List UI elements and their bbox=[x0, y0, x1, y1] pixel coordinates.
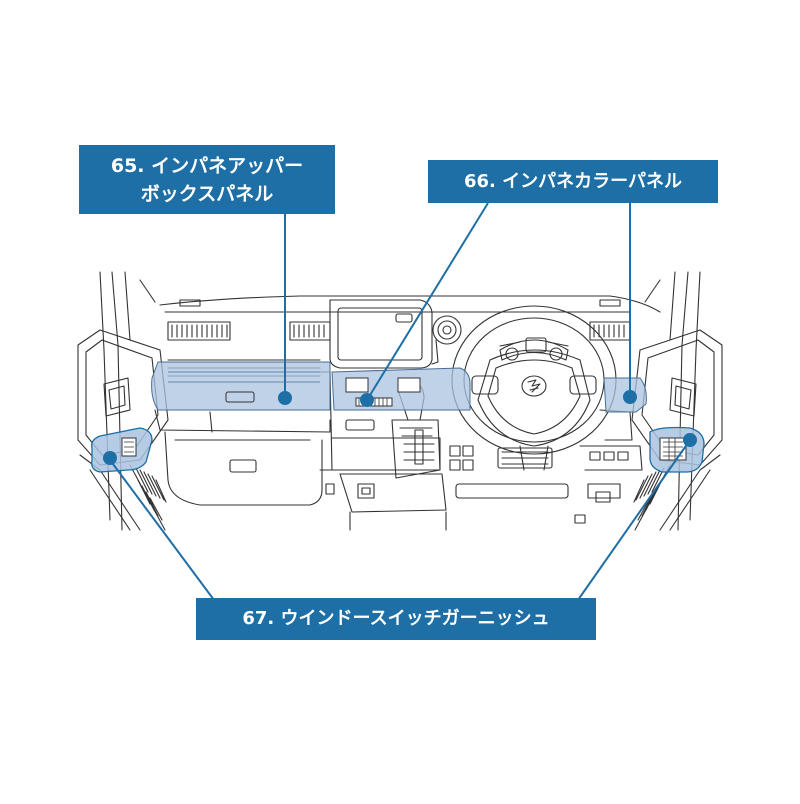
leader-66-left bbox=[366, 202, 489, 401]
left-door bbox=[77, 271, 169, 531]
right-lower-dash bbox=[599, 409, 633, 441]
label-upper-box-panel-line2: ボックスパネル bbox=[140, 182, 274, 205]
dot-66-right bbox=[623, 390, 637, 404]
suzuki-s-emblem-icon bbox=[521, 375, 547, 397]
meter-cluster bbox=[499, 337, 569, 361]
highlighted-parts bbox=[91, 361, 705, 473]
leader-lines bbox=[109, 202, 691, 601]
label-upper-box-panel-line1: 65. インパネアッパー bbox=[110, 154, 304, 177]
leader-67-right bbox=[577, 439, 691, 601]
left-speaker-grille bbox=[129, 464, 167, 531]
center-console bbox=[319, 371, 621, 531]
label-window-switch-garnish: 67. ウインドースイッチガーニッシュ bbox=[196, 598, 596, 640]
label-color-panel-text: 66. インパネカラーパネル bbox=[464, 170, 682, 192]
label-color-panel: 66. インパネカラーパネル bbox=[428, 160, 718, 203]
leader-67-left bbox=[109, 459, 215, 601]
left-air-vent bbox=[167, 321, 331, 341]
leader-dots bbox=[103, 390, 697, 465]
label-window-switch-garnish-text: 67. ウインドースイッチガーニッシュ bbox=[242, 608, 550, 629]
right-lower-trim bbox=[579, 445, 643, 471]
dot-67-left bbox=[103, 451, 117, 465]
right-door bbox=[631, 271, 723, 531]
dash-top-contour bbox=[159, 295, 661, 313]
glove-box bbox=[154, 409, 331, 506]
dot-67-right bbox=[683, 433, 697, 447]
console-switches bbox=[449, 445, 621, 524]
dot-66-left bbox=[360, 393, 374, 407]
dot-65 bbox=[278, 391, 292, 405]
center-display bbox=[329, 299, 462, 369]
label-upper-box-panel: 65. インパネアッパー ボックスパネル bbox=[79, 145, 335, 214]
steering-wheel bbox=[451, 305, 617, 471]
upper-box-panel-highlight bbox=[151, 361, 331, 411]
